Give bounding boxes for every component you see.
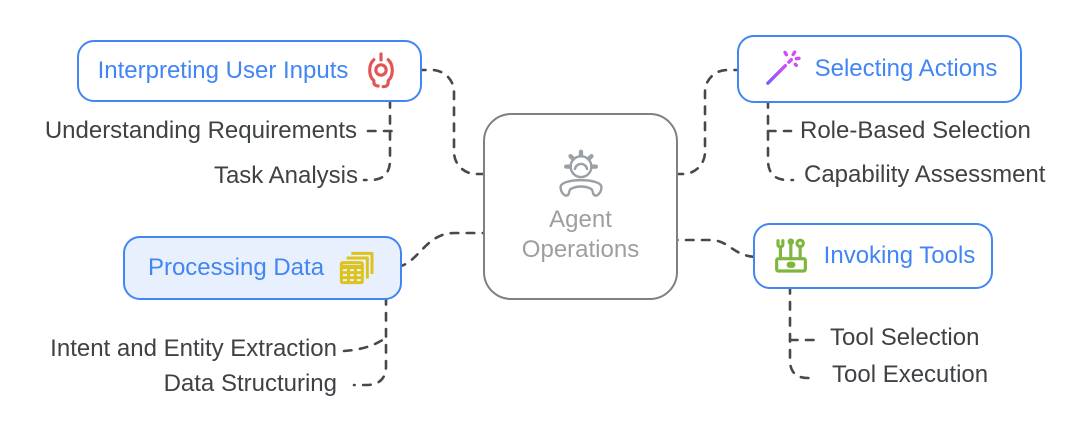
- leaf-intent-and-entity-extraction: Intent and Entity Extraction: [50, 335, 337, 362]
- link-center-interpreting: [416, 68, 494, 176]
- link-processing-intent: [342, 337, 386, 353]
- link-center-invoking: [668, 238, 760, 259]
- link-center-processing: [396, 231, 494, 269]
- link-selecting-children: [766, 98, 795, 182]
- center-node-label: Agent Operations: [521, 205, 640, 263]
- branch-node-invoking-tools: Invoking Tools: [753, 223, 993, 289]
- leaf-data-structuring: Data Structuring: [163, 370, 337, 397]
- voice-headset-icon: [361, 51, 401, 91]
- branch-node-processing-data: Processing Data: [123, 236, 402, 300]
- branch-label: Interpreting User Inputs: [97, 57, 349, 84]
- link-center-selecting: [668, 68, 744, 176]
- magic-wand-icon: [762, 49, 802, 89]
- leaf-tool-selection: Tool Selection: [830, 324, 980, 351]
- branch-label: Invoking Tools: [823, 242, 976, 269]
- link-processing-children: [352, 295, 388, 387]
- leaf-role-based-selection: Role-Based Selection: [800, 117, 1031, 144]
- link-invoking-children: [788, 284, 817, 380]
- link-interpreting-children: [362, 98, 392, 182]
- leaf-task-analysis: Task Analysis: [213, 162, 358, 189]
- branch-node-selecting-actions: Selecting Actions: [737, 35, 1022, 103]
- branch-label: Processing Data: [147, 254, 325, 281]
- leaf-tool-execution: Tool Execution: [832, 361, 989, 388]
- branch-label: Selecting Actions: [814, 55, 998, 82]
- stacked-tables-icon: [337, 248, 377, 288]
- toolbox-icon: [771, 236, 811, 276]
- leaf-capability-assessment: Capability Assessment: [804, 161, 1046, 188]
- gear-handset-icon: [550, 149, 612, 201]
- center-node-agent-operations: Agent Operations: [483, 113, 678, 300]
- leaf-understanding-requirements: Understanding Requirements: [44, 117, 357, 144]
- branch-node-interpreting-user-inputs: Interpreting User Inputs: [77, 40, 422, 102]
